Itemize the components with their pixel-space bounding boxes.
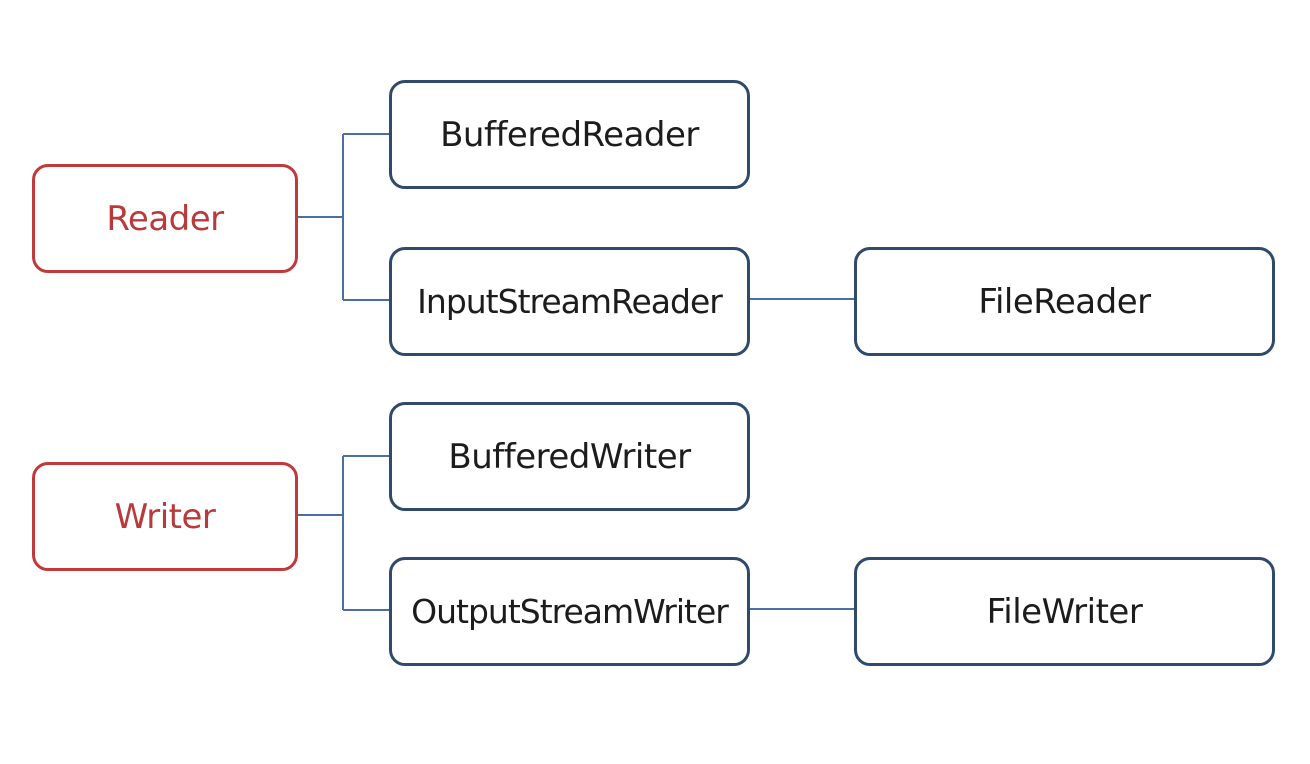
writer-node: Writer [32,462,298,571]
file-reader-node: FileReader [854,247,1275,356]
reader-node-label: Reader [106,198,224,239]
writer-node-label: Writer [114,496,216,537]
buffered-reader-node-label: BufferedReader [440,114,699,155]
file-writer-node: FileWriter [854,557,1275,666]
output-stream-writer-node-label: OutputStreamWriter [411,592,729,631]
reader-node: Reader [32,164,298,273]
output-stream-writer-node: OutputStreamWriter [389,557,750,666]
file-reader-node-label: FileReader [978,281,1151,322]
writer-connector [298,455,389,611]
reader-connector [298,133,389,301]
file-writer-node-label: FileWriter [986,591,1143,632]
buffered-writer-node-label: BufferedWriter [448,436,691,477]
buffered-writer-node: BufferedWriter [389,402,750,511]
input-stream-reader-node: InputStreamReader [389,247,750,356]
input-stream-reader-node-label: InputStreamReader [417,282,723,321]
buffered-reader-node: BufferedReader [389,80,750,189]
